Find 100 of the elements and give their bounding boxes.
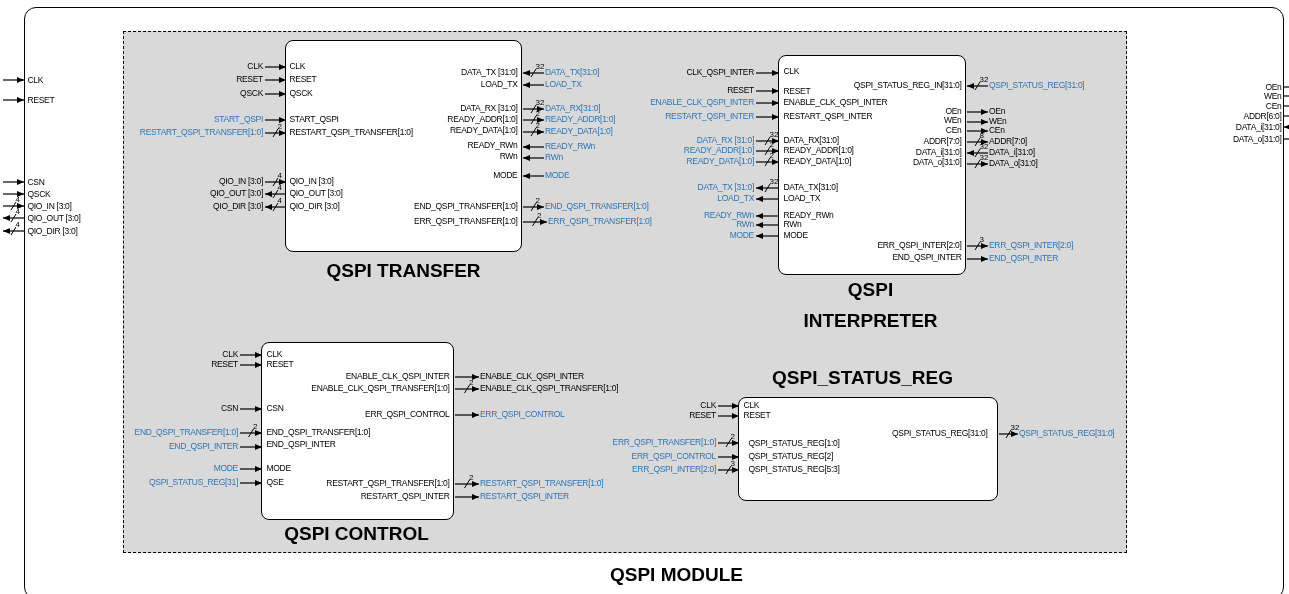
bus-width-label: 32 <box>979 143 989 151</box>
port-label: READY_DATA[1:0] <box>783 155 851 166</box>
signal-arrow <box>966 256 989 262</box>
bus-width-label: 2 <box>277 123 282 131</box>
signal-label: DATA_TX [31:0] <box>697 182 754 192</box>
port-label: CSN <box>266 402 284 413</box>
port-label: READY_ADDR[1:0] <box>783 144 854 155</box>
signal-arrow <box>454 374 480 380</box>
signal-arrow <box>966 150 989 156</box>
bus-width-label: 2 <box>730 433 735 441</box>
signal-label: ENABLE_CLK_QSPI_TRANSFER[1:0] <box>480 383 619 393</box>
port-label: RESET <box>289 73 317 84</box>
signal-label: CSN <box>220 403 238 413</box>
bus-width-label: 32 <box>979 154 989 162</box>
bus-width-label: 32 <box>769 131 779 139</box>
signal-label: CLK <box>247 61 263 71</box>
signal-label: ERR_QSPI_INTER[2:0] <box>989 240 1074 250</box>
signal-label: WEn <box>989 116 1007 126</box>
port-label: CLK <box>266 348 283 359</box>
signal-label: ERR_QSPI_CONTROL <box>480 409 565 419</box>
module-title: QSPI MODULE <box>609 563 744 586</box>
bus-width-label: 4 <box>277 184 282 192</box>
signal-label: END_QSPI_TRANSFER[1:0] <box>134 427 238 437</box>
signal-label: ERR_QSPI_TRANSFER[1:0] <box>612 437 716 447</box>
signal-label: END_QSPI_INTER <box>989 253 1058 263</box>
port-label: QSE <box>266 476 284 487</box>
signal-arrow <box>239 444 263 450</box>
signal-arrow <box>755 196 780 202</box>
signal-label: ENABLE_CLK_QSPI_INTER <box>650 97 754 107</box>
signal-arrow <box>239 466 263 472</box>
port-label: ERR_QSPI_INTER[2:0] <box>877 239 962 250</box>
signal-arrow <box>522 155 545 161</box>
port-label: ENABLE_CLK_QSPI_INTER <box>345 370 450 381</box>
signal-label: READY_DATA[1:0] <box>686 156 754 166</box>
signal-label: READY_RWn <box>703 210 754 220</box>
signal-arrow <box>755 88 780 94</box>
bus-width-label: 4 <box>15 196 20 204</box>
signal-label: DATA_RX [31:0] <box>696 135 754 145</box>
port-label: QSPI_STATUS_REG[2] <box>748 450 833 461</box>
signal-arrow <box>454 412 480 418</box>
signal-label: ADDR[7:0] <box>989 136 1027 146</box>
port-label: OEn <box>945 105 962 116</box>
bus-width-label: 32 <box>535 99 545 107</box>
port-label: READY_RWn <box>783 209 834 220</box>
signal-label: DATA_TX[31:0] <box>545 67 600 77</box>
port-label: ERR_QSPI_CONTROL <box>365 408 450 419</box>
signal-arrow <box>522 204 545 210</box>
bus-width-label: 2 <box>535 122 540 130</box>
signal-arrow <box>966 119 989 125</box>
signal-label: CEn <box>989 125 1005 135</box>
bus-width-label: 32 <box>1010 424 1020 432</box>
bus-width-label: 2 <box>537 212 542 220</box>
port-label: CSN <box>27 176 45 187</box>
port-label: RWn <box>783 218 802 229</box>
signal-label: RWn <box>545 152 563 162</box>
signal-label: DATA_RX[31:0] <box>545 103 601 113</box>
signal-arrow <box>239 352 263 358</box>
signal-label: DATA_i[31:0] <box>989 147 1035 157</box>
bus-width-label: 4 <box>277 172 282 180</box>
port-label: CLK <box>27 74 44 85</box>
port-label: ADDR[7:0] <box>923 135 962 146</box>
port-label: ADDR[6:0] <box>1243 110 1282 121</box>
port-label: LOAD_TX <box>480 78 518 89</box>
bus-width-label: 2 <box>469 474 474 482</box>
bus-width-label: 32 <box>769 178 779 186</box>
port-label: QSPI_STATUS_REG[5:3] <box>748 463 840 474</box>
port-label: END_QSPI_INTER <box>266 438 336 449</box>
signal-label: DATA_o[31:0] <box>989 158 1038 168</box>
port-label: DATA_TX [31:0] <box>461 66 518 77</box>
signal-label: RESTART_QSPI_TRANSFER[1:0] <box>480 478 604 488</box>
signal-label: LOAD_TX <box>717 193 754 203</box>
port-label: RESTART_QSPI_INTER <box>783 110 873 121</box>
signal-arrow <box>239 430 263 436</box>
port-label: DATA_i[31:0] <box>1235 121 1282 132</box>
signal-arrow <box>522 82 545 88</box>
port-label: QSPI_STATUS_REG[1:0] <box>748 437 840 448</box>
bus-width-label: 2 <box>535 197 540 205</box>
signal-arrow <box>2 228 25 234</box>
bus-width-label: 3 <box>979 236 984 244</box>
port-label: MODE <box>783 229 808 240</box>
signal-arrow <box>966 161 989 167</box>
signal-arrow <box>454 494 480 500</box>
signal-label: CLK <box>700 400 716 410</box>
signal-label: OEn <box>989 106 1006 116</box>
bus-width-label: 2 <box>535 110 540 118</box>
port-label: QIO_DIR [3:0] <box>289 200 340 211</box>
bus-width-label: 8 <box>979 132 984 140</box>
port-label: DATA_i[31:0] <box>915 146 962 157</box>
port-label: CLK <box>783 65 800 76</box>
port-label: START_QSPI <box>289 113 339 124</box>
signal-arrow <box>1283 124 1289 130</box>
port-label: OEn <box>1265 81 1282 92</box>
signal-label: LOAD_TX <box>545 79 582 89</box>
signal-label: ERR_QSPI_INTER[2:0] <box>631 464 716 474</box>
signal-label: RESTART_QSPI_TRANSFER[1:0] <box>139 127 263 137</box>
signal-label: QSPI_STATUS_REG[31] <box>149 477 238 487</box>
signal-label: CLK_QSPI_INTER <box>686 67 754 77</box>
signal-arrow <box>264 91 287 97</box>
bus-width-label: 4 <box>15 221 20 229</box>
signal-arrow <box>755 213 780 219</box>
